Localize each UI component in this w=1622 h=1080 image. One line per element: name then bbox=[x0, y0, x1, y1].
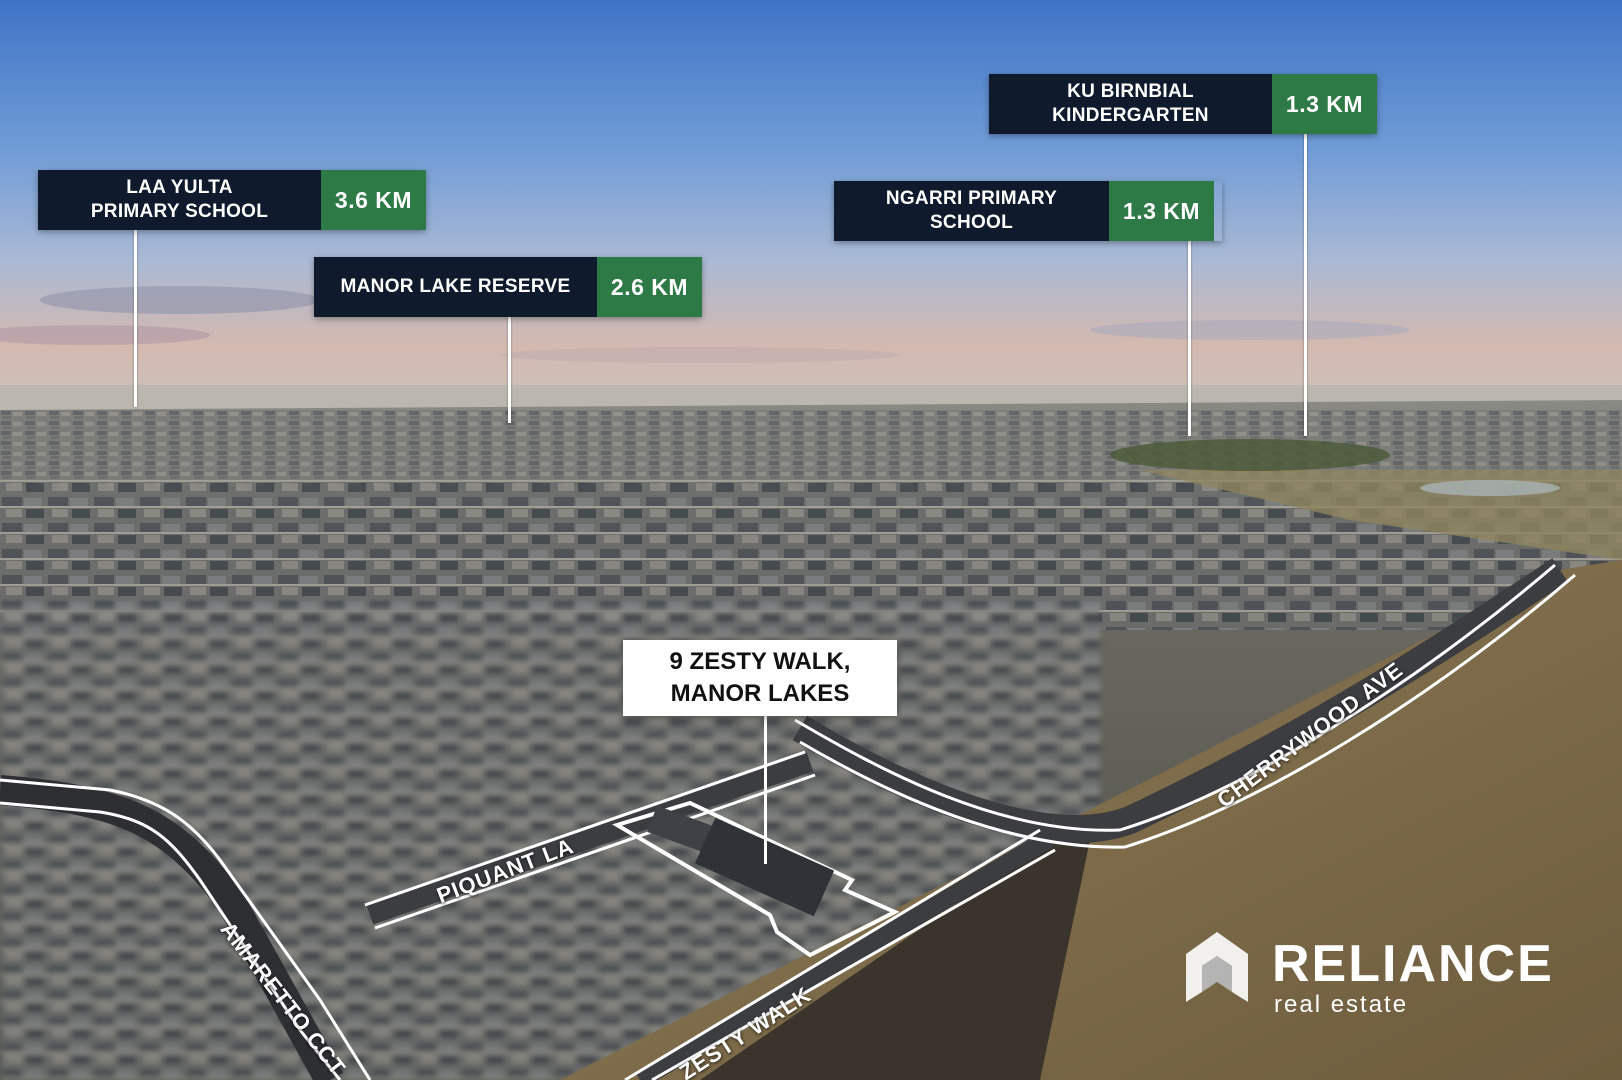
poi-name: KU BIRNBIAL KINDERGARTEN bbox=[989, 74, 1272, 134]
reliance-logo: RELIANCE real estate bbox=[1182, 930, 1562, 1020]
poi-ngarri-primary-school: NGARRI PRIMARY SCHOOL 1.3 KM bbox=[834, 181, 1222, 241]
poi-name: MANOR LAKE RESERVE bbox=[314, 257, 597, 317]
logo-brand: RELIANCE bbox=[1272, 935, 1554, 993]
property-boundary bbox=[612, 800, 900, 958]
poi-name: LAA YULTA PRIMARY SCHOOL bbox=[38, 170, 321, 230]
poi-name-line1: LAA YULTA bbox=[126, 177, 233, 198]
poi-distance: 1.3 KM bbox=[1272, 74, 1377, 134]
address-line1: 9 ZESTY WALK, bbox=[669, 648, 851, 675]
address-line2: MANOR LAKES bbox=[670, 680, 850, 707]
pin-manor-lake bbox=[508, 313, 511, 423]
pin-ngarri bbox=[1188, 238, 1191, 436]
poi-name: NGARRI PRIMARY SCHOOL bbox=[834, 181, 1109, 241]
pin-ku-birnbial bbox=[1304, 130, 1307, 436]
poi-name-line2: KINDERGARTEN bbox=[1052, 105, 1209, 126]
poi-ku-birnbial-kindergarten: KU BIRNBIAL KINDERGARTEN 1.3 KM bbox=[989, 74, 1377, 134]
poi-name-line2: PRIMARY SCHOOL bbox=[90, 201, 269, 222]
property-address: 9 ZESTY WALK, MANOR LAKES bbox=[623, 640, 897, 716]
poi-manor-lake-reserve: MANOR LAKE RESERVE 2.6 KM bbox=[314, 257, 702, 317]
address-pin bbox=[764, 716, 767, 864]
poi-distance: 1.3 KM bbox=[1109, 181, 1214, 241]
road-outlines bbox=[0, 563, 1576, 1080]
house-logo-icon bbox=[1186, 932, 1248, 1002]
poi-laa-yulta: LAA YULTA PRIMARY SCHOOL 3.6 KM bbox=[38, 170, 426, 230]
poi-distance: 2.6 KM bbox=[597, 257, 702, 317]
poi-distance: 3.6 KM bbox=[321, 170, 426, 230]
pin-laa-yulta bbox=[134, 227, 137, 407]
logo-tagline: real estate bbox=[1274, 991, 1409, 1018]
poi-name-line1: KU BIRNBIAL bbox=[1067, 81, 1194, 102]
